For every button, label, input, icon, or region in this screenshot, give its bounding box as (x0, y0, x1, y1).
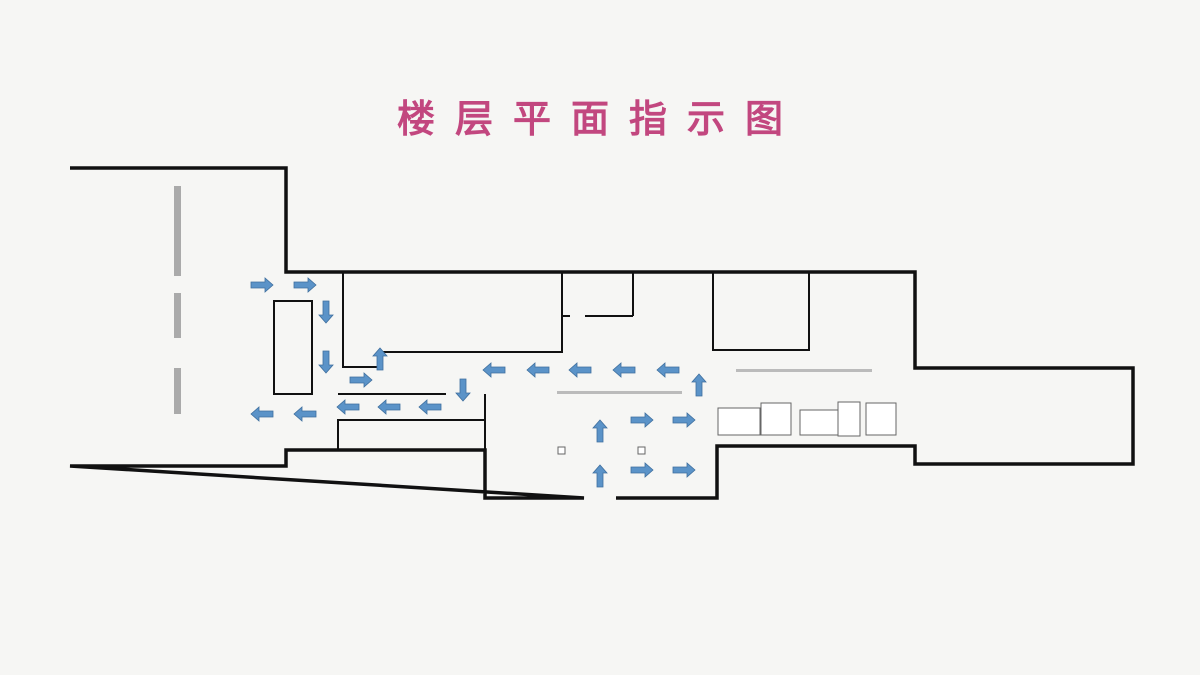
page-title: 楼层平面指示图 (396, 97, 803, 141)
direction-arrow-icon (592, 419, 608, 443)
runway-dash (174, 368, 181, 414)
runway-dash (174, 186, 181, 276)
direction-arrow-icon (293, 406, 317, 422)
display-case (760, 402, 792, 436)
divider-line (557, 391, 682, 394)
direction-arrow-icon (418, 399, 442, 415)
direction-arrow-icon (592, 464, 608, 488)
direction-arrow-icon (568, 362, 592, 378)
direction-arrow-icon (526, 362, 550, 378)
direction-arrow-icon (250, 406, 274, 422)
direction-arrow-icon (377, 399, 401, 415)
direction-arrow-icon (349, 372, 373, 388)
direction-arrow-icon (318, 350, 334, 374)
display-case (799, 409, 839, 436)
direction-arrow-icon (656, 362, 680, 378)
runway-markings (174, 186, 181, 414)
display-case (865, 402, 897, 436)
direction-arrow-icon (630, 462, 654, 478)
storage-box (273, 300, 313, 395)
direction-arrow-icon (336, 399, 360, 415)
interior-walls (273, 271, 810, 450)
divider-line (736, 369, 872, 372)
pillar (637, 446, 646, 455)
direction-arrow-icon (630, 412, 654, 428)
divider-lines (557, 369, 872, 394)
direction-arrow-icon (455, 378, 471, 402)
direction-arrow-icon (672, 412, 696, 428)
pillar (557, 446, 566, 455)
direction-arrow-icon (318, 300, 334, 324)
direction-arrow-icon (372, 347, 388, 371)
direction-arrows (250, 277, 707, 488)
direction-arrow-icon (482, 362, 506, 378)
direction-arrow-icon (691, 373, 707, 397)
direction-arrow-icon (672, 462, 696, 478)
runway-dash (174, 293, 181, 338)
outer-wall (69, 166, 1135, 500)
outer-walls (69, 166, 1135, 500)
display-case (837, 401, 861, 437)
direction-arrow-icon (293, 277, 317, 293)
interior-wall (337, 419, 485, 450)
room-block (712, 271, 810, 351)
display-cases (557, 401, 897, 455)
direction-arrow-icon (250, 277, 274, 293)
direction-arrow-icon (612, 362, 636, 378)
display-case (717, 407, 761, 436)
